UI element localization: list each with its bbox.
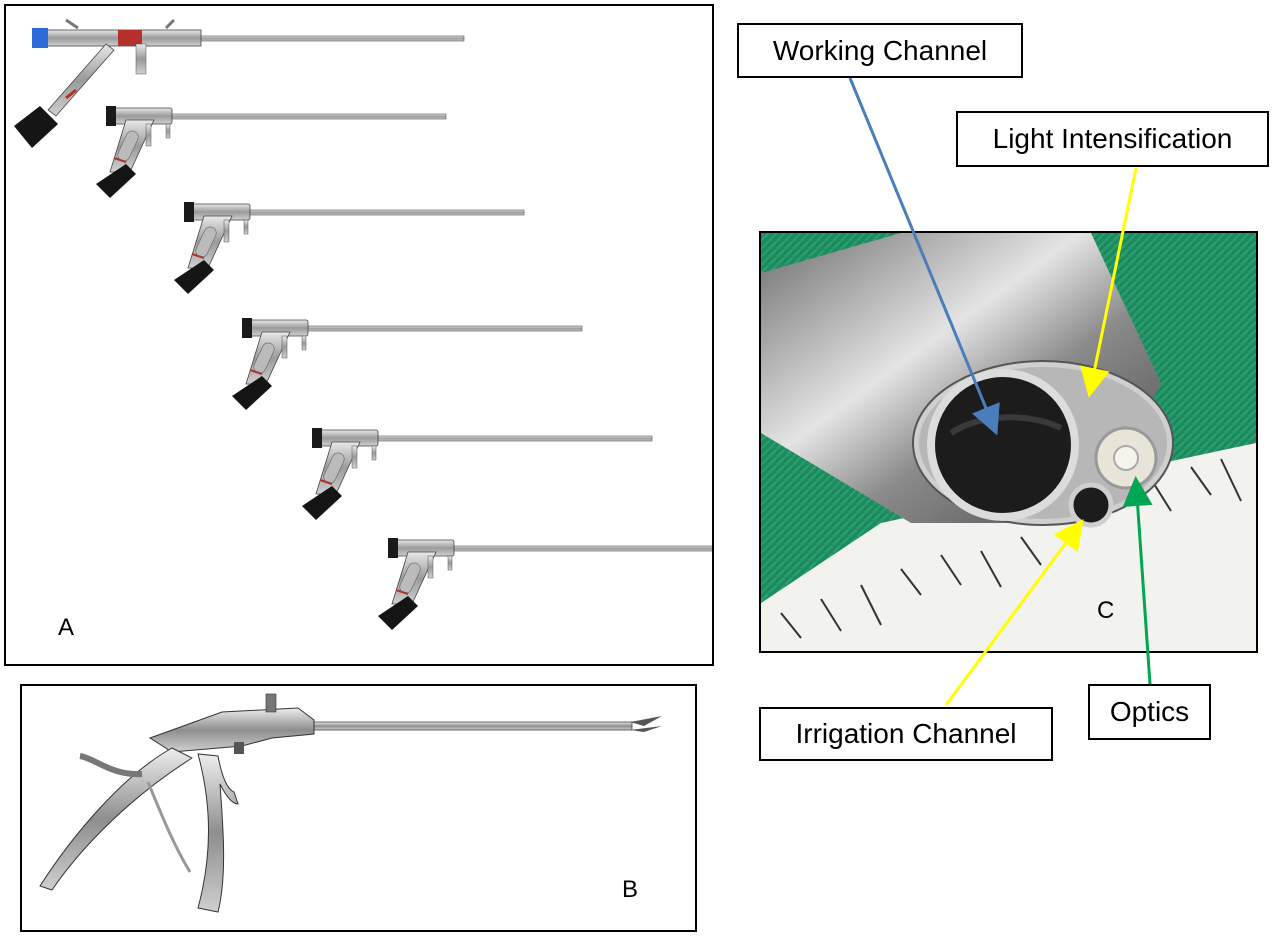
panel-c-scope-tip-closeup: C xyxy=(759,231,1258,653)
panel-a-label: A xyxy=(58,614,75,641)
endoscope-set-illustration xyxy=(14,18,712,631)
endoscope-2 xyxy=(173,201,525,295)
panel-b-grasping-forceps: B xyxy=(20,684,697,932)
resectoscope xyxy=(14,18,465,148)
irrigation-channel-callout: Irrigation Channel xyxy=(759,707,1053,761)
working-channel-callout: Working Channel xyxy=(737,23,1023,78)
endoscope-1 xyxy=(95,105,447,199)
endoscope-3 xyxy=(231,317,583,411)
scope-tip-photo xyxy=(761,233,1256,651)
endoscope-5 xyxy=(377,537,712,631)
forceps-illustration xyxy=(39,693,662,913)
panel-a-endoscope-set: A xyxy=(4,4,714,666)
endoscope-4 xyxy=(301,427,653,521)
panel-b-label: B xyxy=(622,876,639,903)
optics-callout: Optics xyxy=(1088,684,1211,740)
light-intensification-callout: Light Intensification xyxy=(956,111,1269,167)
panel-c-label: C xyxy=(1097,597,1115,624)
